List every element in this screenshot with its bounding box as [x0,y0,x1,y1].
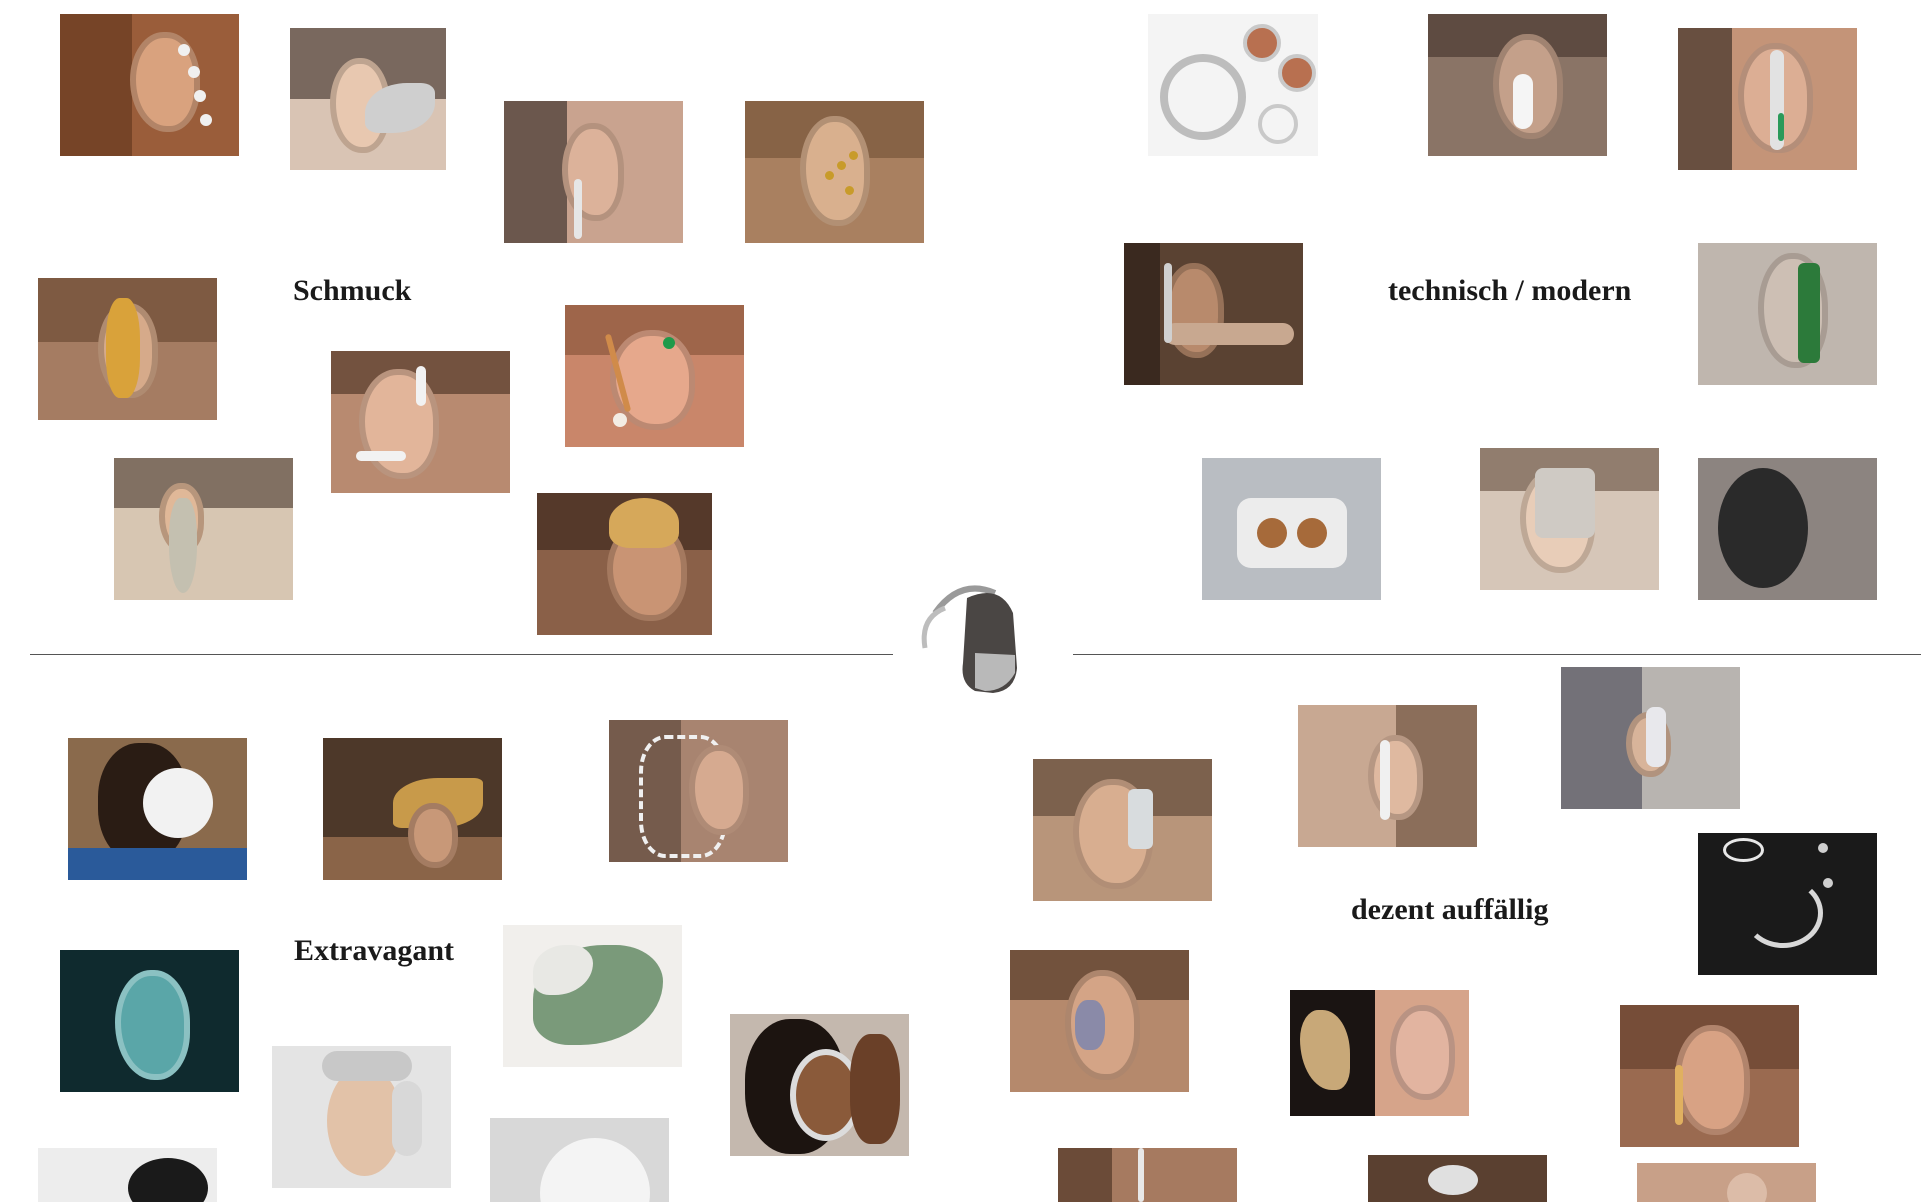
photo-earbuds-case [1202,458,1381,600]
divider-left [30,654,893,655]
photo-device-sketch [1148,14,1318,156]
photo-ear-wireless-earbud [1428,14,1607,156]
label-extravagant: Extravagant [294,934,454,967]
photo-ear-black-wire [38,1148,217,1202]
divider-right [1073,654,1921,655]
photo-ear-gold-outline [1620,1005,1799,1147]
photo-ear-curved-device [1678,28,1857,170]
photo-ear-hook-device [1298,705,1477,847]
photo-ear-crystal-climber [331,351,510,493]
photo-jewelry-on-black [1698,833,1877,975]
photo-ear-silver-climber [1561,667,1740,809]
photo-ear-spike-crown [730,1014,909,1156]
photo-ear-bottom-right [1637,1163,1816,1202]
photo-ear-bottom-left-cuff [1058,1148,1237,1202]
photo-ear-teal-cast [60,950,239,1092]
photo-ear-jeweled-conch [1010,950,1189,1092]
photo-ear-chandelier [114,458,293,600]
label-jewelry: Schmuck [293,274,412,307]
photo-ear-gold-shell [537,493,712,635]
photo-ear-white-disc [68,738,247,880]
hearing-aid-icon [921,585,1017,693]
photo-ear-green-device [1698,243,1877,385]
photo-ear-square-device [1480,448,1659,590]
photo-ear-pearl-cuff [60,14,239,156]
photo-ear-band-device [1124,243,1303,385]
photo-ear-bottom-mid-device [1368,1155,1547,1202]
photo-ear-wire-cuff [504,101,683,243]
photo-ear-crystal-wrap [1033,759,1212,901]
photo-ear-headphone-sculpture [272,1046,451,1188]
photo-feather-sculpture [503,925,682,1067]
label-subtle: dezent auffällig [1351,893,1549,926]
photo-ear-leaf-headpiece [323,738,502,880]
photo-ear-white-ring [490,1118,669,1202]
photo-ear-helix-bar [565,305,744,447]
photo-ear-lattice-cuff [609,720,788,862]
photo-ear-gold-fragment [1290,990,1469,1116]
photo-ear-gold-studs [745,101,924,243]
photo-ear-gold-band [38,278,217,420]
photo-ear-wing-cuff [290,28,446,170]
label-technical: technisch / modern [1388,274,1632,307]
photo-ear-black-cover [1698,458,1877,600]
